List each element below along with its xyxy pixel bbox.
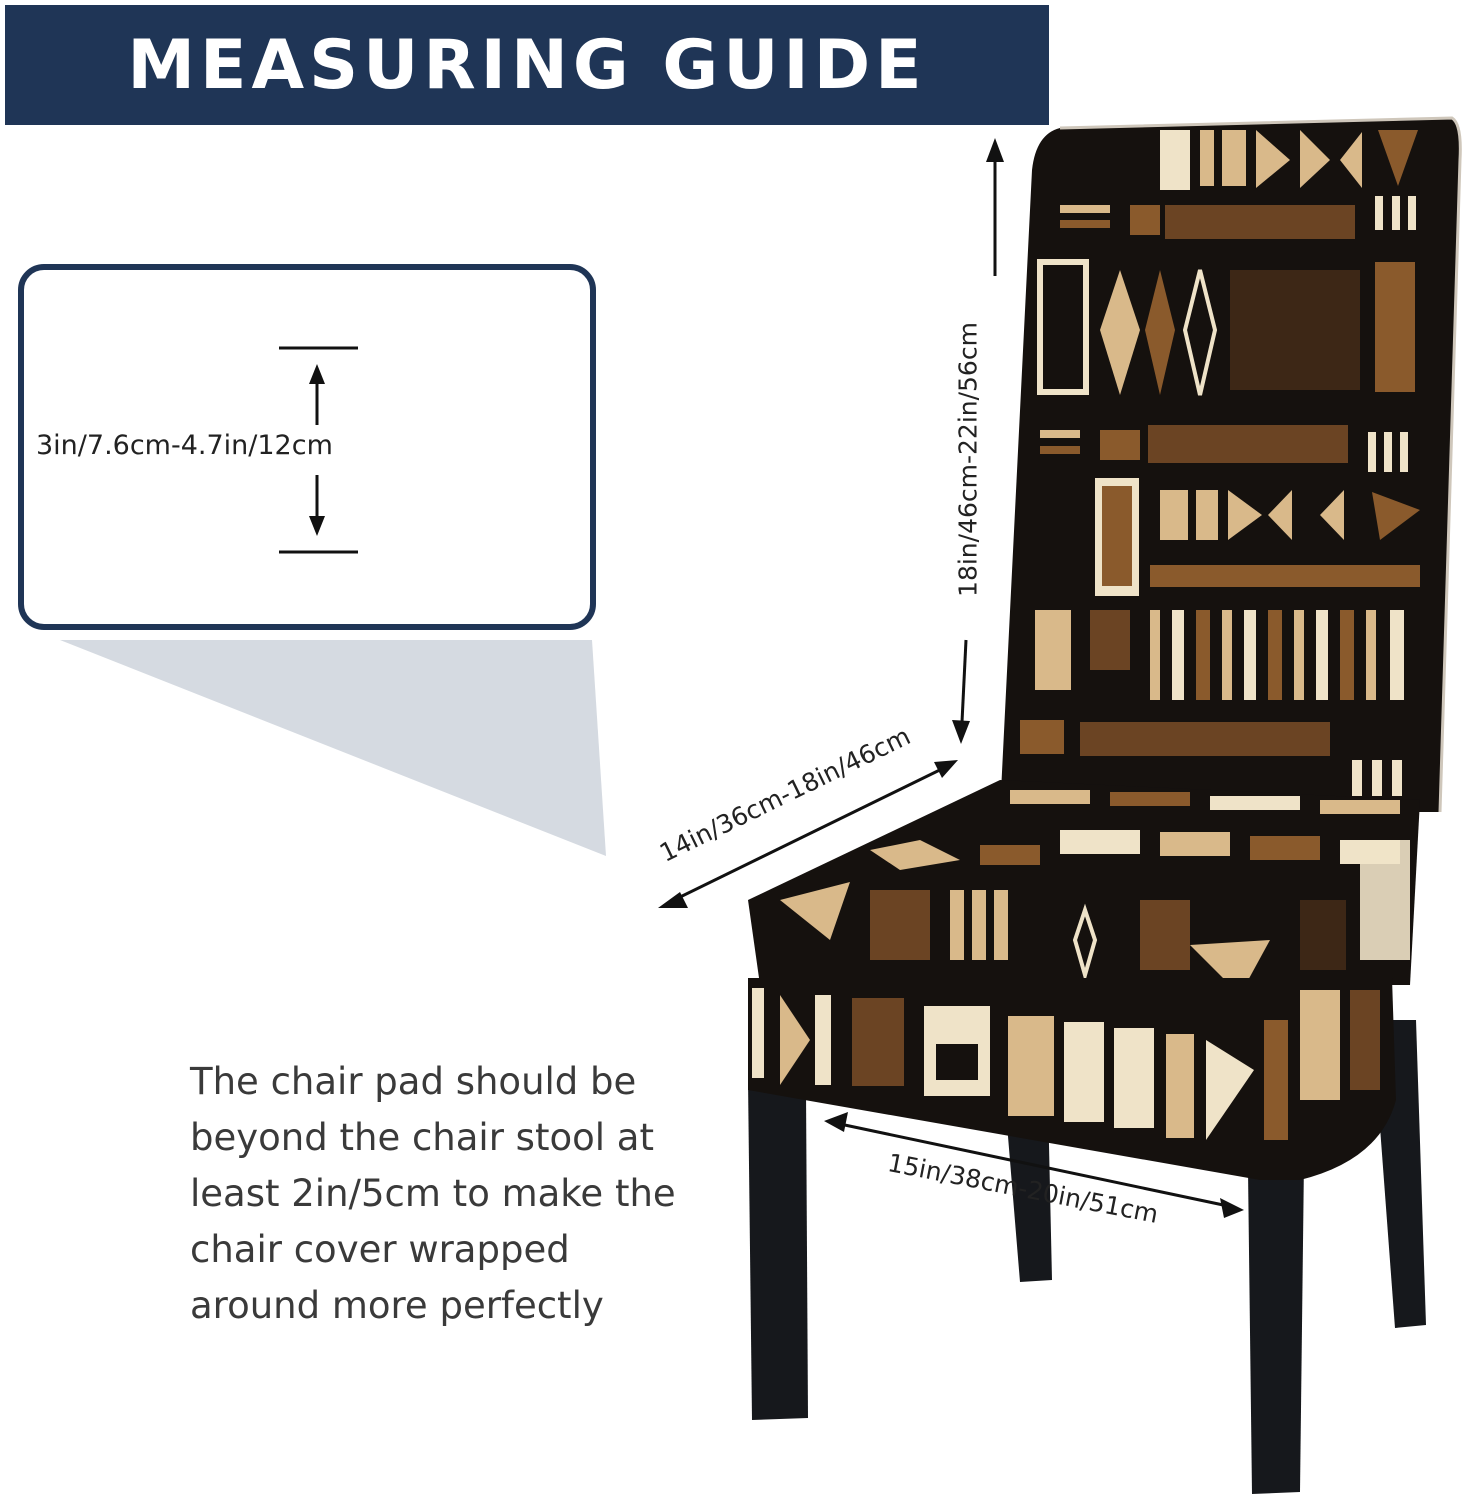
back-height-arrow <box>952 138 1004 744</box>
thickness-callout-box <box>18 264 596 630</box>
page-title: MEASURING GUIDE <box>127 25 927 105</box>
seat-depth-arrow <box>658 760 958 908</box>
backrest-cover <box>1000 118 1461 812</box>
seat-top-cover <box>748 780 1420 985</box>
thickness-label: 3in/7.6cm-4.7in/12cm <box>36 430 333 461</box>
header-banner: MEASURING GUIDE <box>5 5 1049 125</box>
seat-front-cover <box>748 978 1396 1180</box>
back-height-label: 18in/46cm-22in/56cm <box>953 322 983 597</box>
fitting-note: The chair pad should be beyond the chair… <box>190 1060 676 1327</box>
seat-width-arrow <box>824 1112 1244 1218</box>
